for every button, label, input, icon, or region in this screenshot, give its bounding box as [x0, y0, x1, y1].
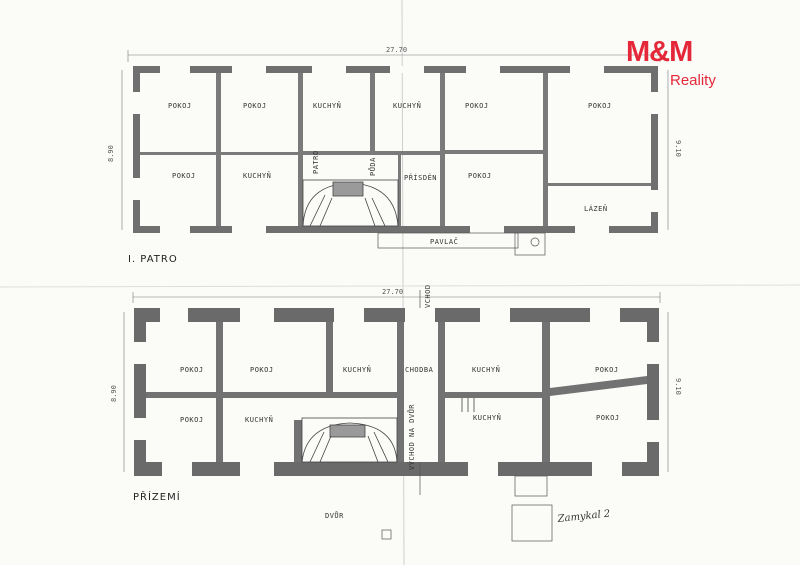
- ground-room-label: KUCHYŇ: [472, 365, 500, 374]
- ground-room-label: POKOJ: [250, 366, 274, 374]
- upper-room-label: POKOJ: [243, 102, 267, 110]
- upper-room-label: POKOJ: [465, 102, 489, 110]
- ground-room-label: POKOJ: [595, 366, 619, 374]
- upper-room-label: PŘÍSDĚN: [404, 173, 437, 182]
- upper-attic-label: PŮDA: [368, 157, 377, 176]
- brand-logo-name: Reality: [670, 72, 716, 89]
- ground-left-dimension: 8.90: [110, 385, 118, 402]
- upper-room-label: KUCHYŇ: [243, 171, 271, 180]
- yard-label: DVŮR: [325, 511, 344, 520]
- upper-floor-plan: 27.70 8.90 9.10: [107, 46, 682, 265]
- upper-room-label: KUCHYŇ: [393, 101, 421, 110]
- upper-room-label: POKOJ: [172, 172, 196, 180]
- ground-width-dimension: 27.70: [382, 288, 403, 296]
- upper-stairs-label: PATRO: [312, 150, 320, 174]
- upper-floor-label: I. PATRO: [128, 254, 178, 265]
- upper-room-label: POKOJ: [168, 102, 192, 110]
- ground-room-label: KUCHYŇ: [473, 413, 501, 422]
- upper-room-label: POKOJ: [588, 102, 612, 110]
- ground-entrance-label: VCHOD: [424, 284, 432, 308]
- ground-room-label: KUCHYŇ: [343, 365, 371, 374]
- ground-room-label: CHODBA: [405, 366, 434, 374]
- upper-room-label: KUCHYŇ: [313, 101, 341, 110]
- upper-left-dimension: 8.90: [107, 145, 115, 162]
- upper-right-dimension: 9.10: [674, 140, 682, 157]
- upper-room-label: LÁZEŇ: [584, 204, 608, 213]
- upper-width-dimension: 27.70: [386, 46, 407, 54]
- ground-room-label: POKOJ: [180, 366, 204, 374]
- ground-exit-label: VÝCHOD NA DVŮR: [407, 404, 416, 470]
- brand-logo-mark: M&M: [626, 36, 693, 68]
- ground-room-label: POKOJ: [596, 414, 620, 422]
- upper-room-label: POKOJ: [468, 172, 492, 180]
- ground-room-label: KUCHYŇ: [245, 415, 273, 424]
- ground-right-dimension: 9.10: [674, 378, 682, 395]
- ground-floor-plan: 27.70 8.90 9.10: [110, 284, 682, 542]
- ground-floor-label: PŘÍZEMÍ: [133, 490, 181, 503]
- upper-pavlac-label: PAVLAČ: [430, 237, 458, 246]
- ground-room-label: POKOJ: [180, 416, 204, 424]
